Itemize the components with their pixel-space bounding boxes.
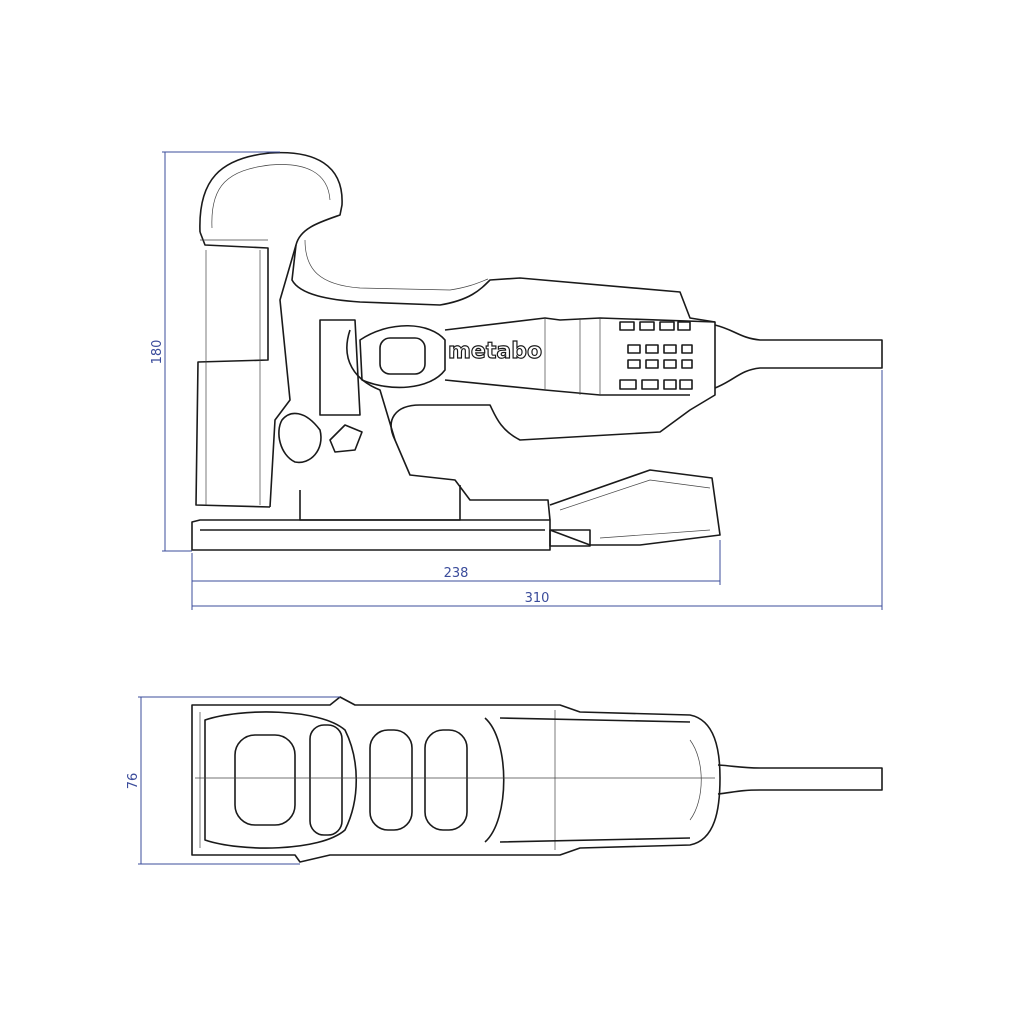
base-length-dimension-label: 238	[444, 566, 469, 581]
pendulum-lever	[278, 412, 322, 464]
total-length-dimension-label: 310	[525, 591, 550, 606]
side-view: metabo	[191, 151, 883, 551]
side-view-dimensions: 180 238 310	[150, 151, 883, 610]
handle-top	[199, 151, 716, 521]
speed-wheel	[379, 337, 426, 375]
bevel-lock	[549, 529, 591, 547]
height-dimension-label: 180	[150, 340, 165, 365]
top-view-outline	[191, 696, 721, 863]
stroke-selector	[319, 319, 361, 416]
top-view	[191, 696, 883, 863]
blower-switch	[329, 424, 363, 453]
handle-grip	[204, 711, 357, 849]
grip-oval-2	[424, 729, 468, 831]
vent-slots	[619, 321, 693, 390]
power-cord-top	[717, 764, 883, 795]
grip-oval-1	[369, 729, 413, 831]
motor-housing-lines	[444, 317, 716, 396]
grip-pad	[234, 734, 296, 826]
base-plate	[191, 519, 551, 551]
top-view-dimensions: 76	[126, 696, 340, 865]
width-dimension-label: 76	[126, 773, 141, 790]
dust-extraction-nozzle	[549, 469, 721, 546]
rear-body	[195, 231, 271, 508]
brand-logo: metabo	[448, 339, 542, 364]
speed-wheel-housing	[359, 324, 446, 389]
power-cord	[714, 324, 883, 389]
